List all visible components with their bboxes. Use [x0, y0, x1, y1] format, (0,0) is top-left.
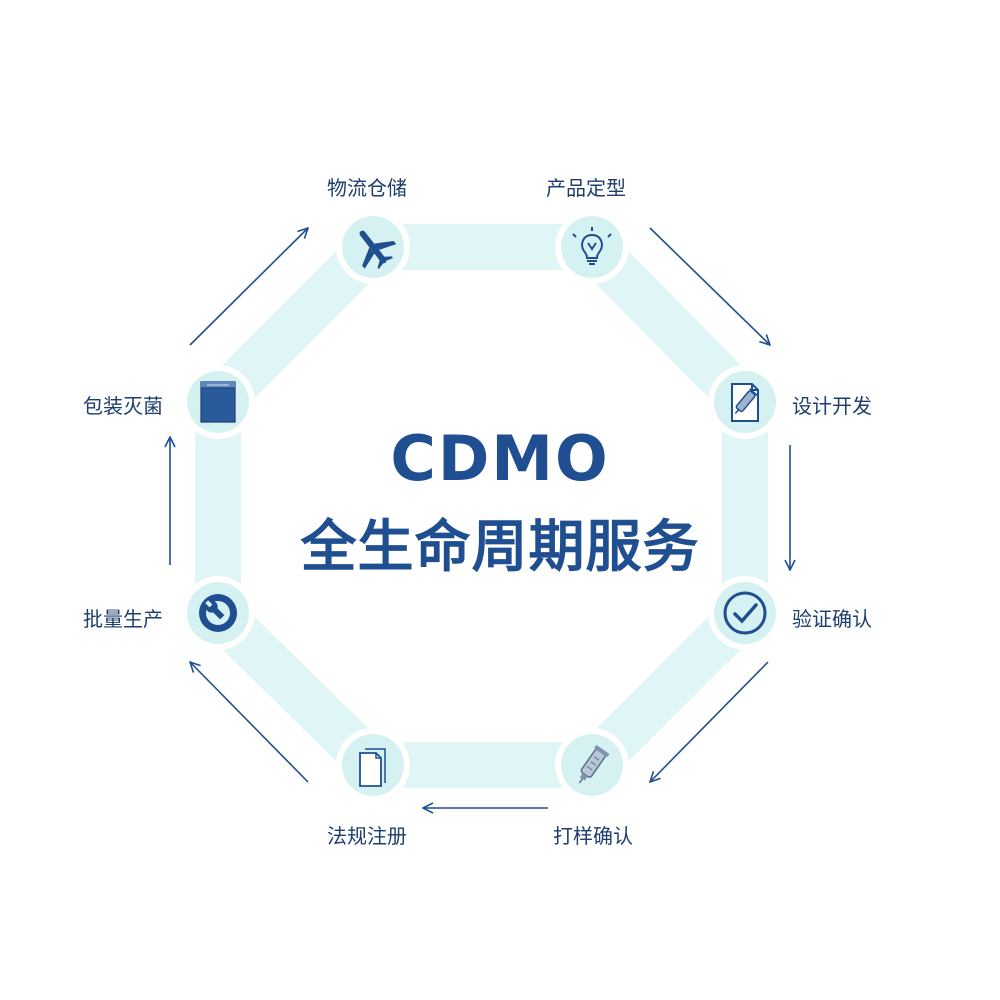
label-product-finalize: 产品定型 [546, 176, 626, 200]
node-sample-confirm [555, 728, 629, 802]
syringe-icon [578, 745, 610, 784]
node-product-finalize [555, 210, 629, 284]
label-logistics-warehousing: 物流仓储 [327, 176, 407, 200]
arrow-3 [650, 661, 769, 782]
package-box-icon [200, 381, 236, 423]
title-sub: 全生命周期服务 [300, 515, 700, 580]
arrow-1 [649, 227, 770, 345]
label-mass-production: 批量生产 [83, 607, 163, 631]
flow-arrows [170, 228, 790, 808]
checkmark-circle-icon [723, 591, 767, 635]
wrench-gear-icon [199, 594, 237, 632]
title-main: CDMO [390, 422, 610, 495]
documents-icon [359, 748, 386, 787]
lightbulb-icon [572, 227, 612, 265]
node-mass-production [181, 576, 255, 650]
arrow-5 [190, 662, 309, 783]
label-packaging-sterilization: 包装灭菌 [83, 394, 163, 418]
airplane-icon [359, 230, 397, 270]
node-regulatory-registration [336, 728, 410, 802]
node-logistics-warehousing [336, 210, 410, 284]
label-design-develop: 设计开发 [792, 394, 872, 418]
node-packaging-sterilization [181, 365, 255, 439]
label-verify-confirm: 验证确认 [792, 607, 872, 631]
node-design-develop [708, 365, 782, 439]
nodes [181, 210, 782, 802]
node-verify-confirm [708, 576, 782, 650]
label-sample-confirm: 打样确认 [553, 824, 633, 848]
arrow-7 [189, 228, 308, 346]
document-syringe-icon [731, 383, 759, 422]
label-regulatory-registration: 法规注册 [327, 824, 407, 848]
